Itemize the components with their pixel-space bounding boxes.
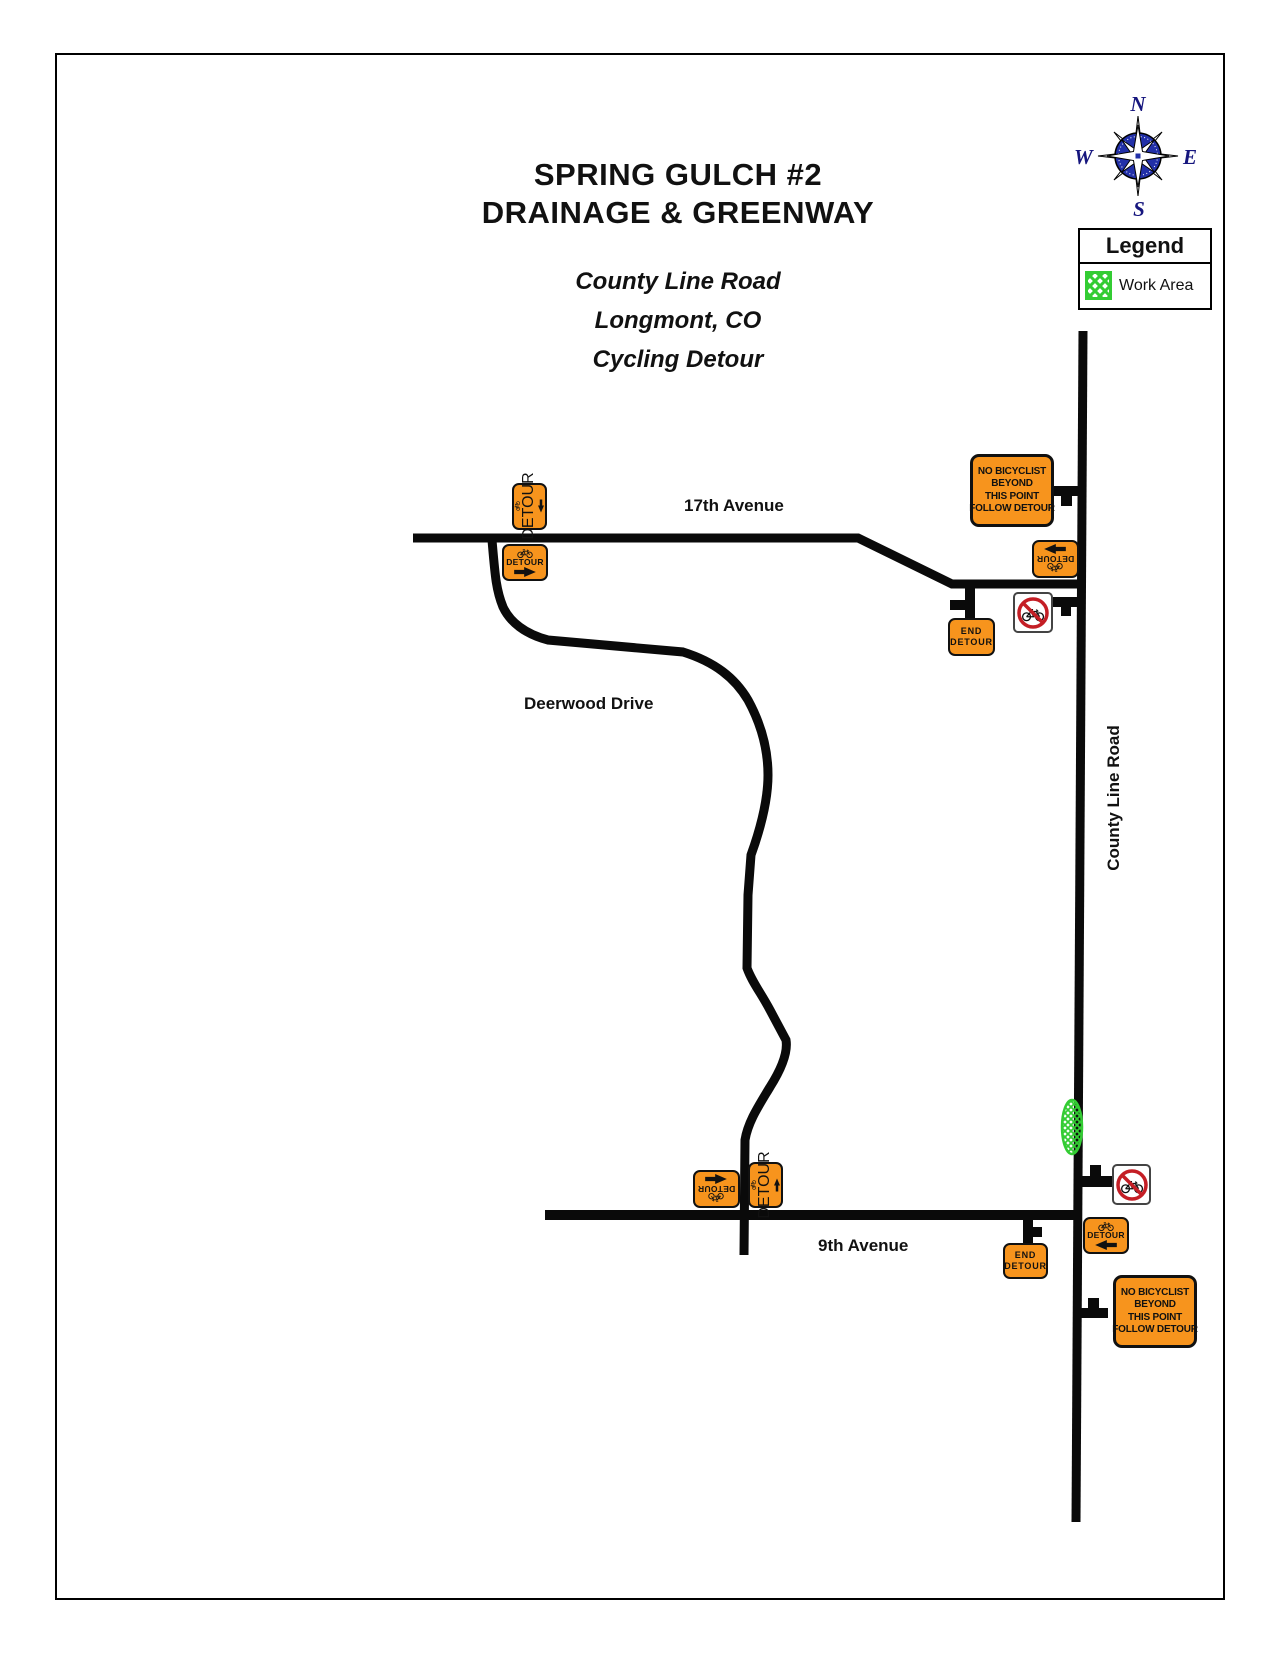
bicycle-icon <box>1098 1222 1114 1231</box>
arrow-left-icon <box>538 499 544 513</box>
barricade-marker-9th-south <box>1023 1218 1042 1247</box>
no-bicyclist-line: FOLLOW DETOUR <box>969 503 1055 514</box>
no-bicyclist-line: BEYOND <box>1134 1299 1176 1310</box>
work-area-marker <box>1060 1098 1084 1156</box>
no-bicycle-prohibition-sign-north <box>1013 592 1053 633</box>
detour-sign-17th-west-right: DETOUR <box>502 544 548 581</box>
no-bicycle-prohibition-sign-south <box>1112 1164 1151 1205</box>
no-bicycle-icon <box>1115 1168 1148 1201</box>
road-county-line <box>1071 330 1088 1523</box>
subtitle-line-1: County Line Road <box>575 268 781 295</box>
no-bicyclist-line: THIS POINT <box>1127 1311 1183 1323</box>
detour-sign-county-line-south: DETOUR <box>1083 1217 1129 1254</box>
arrow-right-icon <box>514 567 536 577</box>
barricade-marker-9th-east <box>1082 1165 1112 1187</box>
no-bicyclist-line: THIS POINT <box>984 490 1040 502</box>
bicycle-icon <box>517 549 533 558</box>
end-detour-sign-south: END DETOUR <box>1003 1243 1048 1279</box>
end-detour-line: END <box>960 626 983 636</box>
detour-sign-label: DETOUR <box>756 1151 773 1219</box>
barricade-marker-17th-south <box>950 588 975 618</box>
title-line-2: DRAINAGE & GREENWAY <box>481 195 875 230</box>
detour-sign-9th-deerwood-west: DETOUR <box>693 1170 740 1208</box>
end-detour-line: DETOUR <box>1004 1261 1047 1271</box>
barricade-marker-17th-upper <box>1053 486 1082 506</box>
legend: Legend Work Area <box>1078 228 1212 310</box>
legend-work-area-label: Work Area <box>1119 276 1194 294</box>
legend-title: Legend <box>1080 230 1210 264</box>
arrow-left-icon <box>1095 1240 1117 1250</box>
road-label-9th-avenue: 9th Avenue <box>818 1236 909 1255</box>
compass-east-label: E <box>1182 145 1197 169</box>
end-detour-sign-north: END DETOUR <box>948 618 995 656</box>
title-line-1: SPRING GULCH #2 <box>533 157 823 192</box>
barricade-marker-17th-junction <box>1053 597 1082 616</box>
detour-sign-17th-west-down: DETOUR <box>512 472 547 540</box>
arrow-right-icon <box>774 1178 780 1192</box>
work-area-swatch-icon <box>1085 271 1112 300</box>
detour-sign-label: DETOUR <box>697 1184 736 1195</box>
no-bicyclist-line: NO BICYCLIST <box>977 465 1047 477</box>
road-17th-avenue <box>413 533 1085 589</box>
no-bicyclist-line: FOLLOW DETOUR <box>1112 1324 1198 1335</box>
end-detour-line: DETOUR <box>950 637 993 647</box>
detour-sign-label: DETOUR <box>520 472 537 540</box>
compass-south-label: S <box>1133 197 1145 221</box>
arrow-left-icon <box>705 1174 728 1185</box>
subtitle-line-3: Cycling Detour <box>592 346 764 373</box>
road-label-deerwood-drive: Deerwood Drive <box>524 694 654 713</box>
road-label-17th-avenue: 17th Avenue <box>684 496 784 515</box>
road-label-county-line-road: County Line Road <box>1104 725 1123 871</box>
page-title: SPRING GULCH #2 DRAINAGE & GREENWAY <box>378 156 978 232</box>
no-bicyclist-line: NO BICYCLIST <box>1120 1286 1190 1298</box>
detour-sign-9th-deerwood-up: DETOUR <box>748 1151 783 1219</box>
detour-sign-label: DETOUR <box>506 557 544 567</box>
compass-north-label: N <box>1130 92 1146 116</box>
detour-sign-label: DETOUR <box>1087 1230 1125 1240</box>
barricade-marker-county-line-south <box>1080 1298 1108 1318</box>
no-bicycle-icon <box>1017 596 1049 629</box>
arrow-right-icon <box>1044 544 1067 555</box>
bicycle-icon <box>514 501 520 511</box>
legend-work-area-row: Work Area <box>1080 264 1210 300</box>
no-bicyclist-line: BEYOND <box>991 478 1033 489</box>
no-bicyclist-sign-north: NO BICYCLIST BEYOND THIS POINT FOLLOW DE… <box>969 454 1055 527</box>
bicycle-icon <box>1047 563 1064 573</box>
subtitle-line-2: Longmont, CO <box>594 307 762 334</box>
road-deerwood-drive <box>487 539 791 1256</box>
bicycle-icon <box>750 1180 756 1190</box>
no-bicyclist-sign-south: NO BICYCLIST BEYOND THIS POINT FOLLOW DE… <box>1112 1275 1198 1348</box>
compass-west-label: W <box>1074 145 1093 169</box>
bicycle-icon <box>708 1193 725 1203</box>
compass-rose-icon <box>1086 104 1190 208</box>
end-detour-line: END <box>1014 1250 1037 1260</box>
page-subtitle: County Line Road Longmont, CO Cycling De… <box>378 262 978 379</box>
page-border <box>55 53 1225 1600</box>
detour-sign-county-line-north: DETOUR <box>1032 540 1079 578</box>
detour-sign-label: DETOUR <box>1036 554 1075 565</box>
